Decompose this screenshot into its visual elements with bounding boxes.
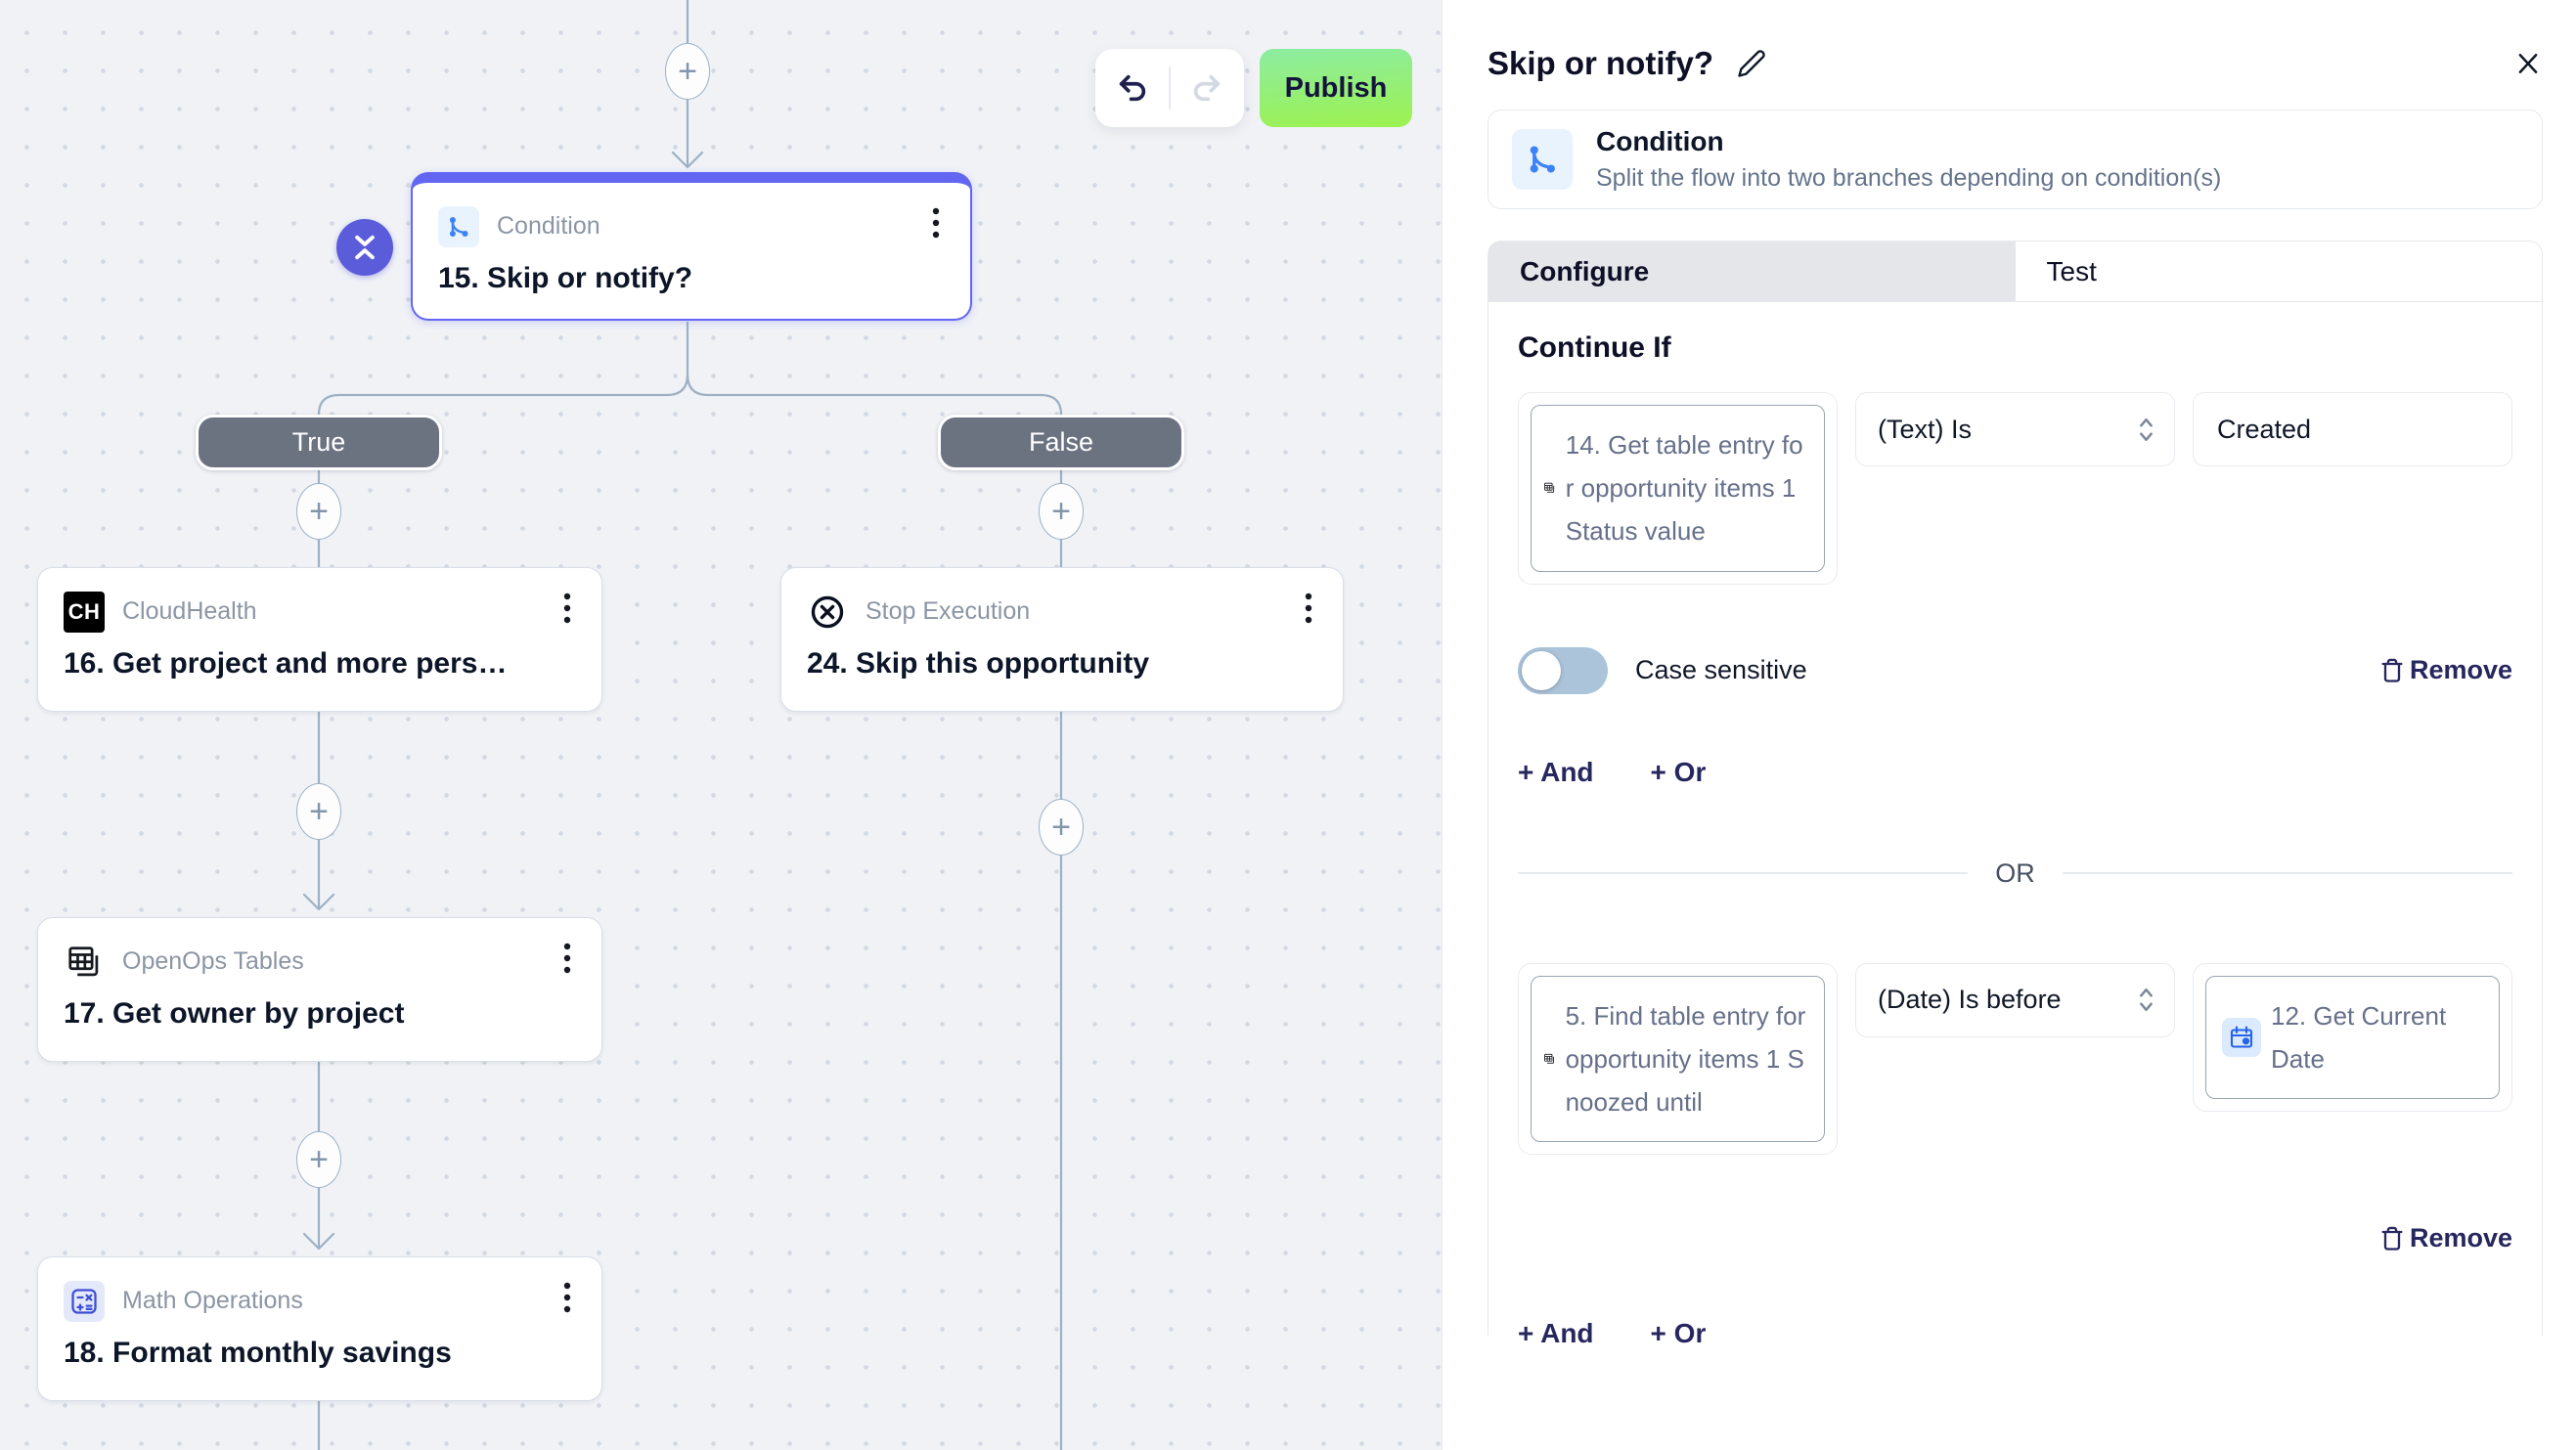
close-panel-button[interactable]	[2513, 49, 2543, 78]
node-menu-button[interactable]	[558, 590, 576, 634]
publish-button[interactable]: Publish	[1260, 49, 1412, 127]
collapse-branches-button[interactable]	[336, 219, 393, 276]
step-settings-panel: Skip or notify? Condition Split the flow	[1442, 0, 2576, 1450]
remove-condition-button[interactable]: Remove	[2378, 655, 2512, 685]
or-divider: OR	[1518, 858, 2512, 889]
condition-branch-icon	[1512, 129, 1573, 190]
plus-icon: +	[309, 1140, 329, 1178]
node-title: 24. Skip this opportunity	[807, 647, 1150, 680]
configure-test-tabs: Configure Test Continue If 14. Get table…	[1488, 241, 2543, 1348]
first-value-field[interactable]: 5. Find table entry for opportunity item…	[1518, 962, 1838, 1156]
add-step-button[interactable]: +	[296, 783, 341, 840]
remove-row: Remove	[1518, 1223, 2512, 1253]
plus-icon: +	[309, 492, 329, 530]
toolbar-divider	[1169, 66, 1171, 110]
node-math-operations[interactable]: Math Operations 18. Format monthly savin…	[37, 1256, 602, 1401]
panel-title: Skip or notify?	[1488, 45, 1713, 81]
step-type-subtitle: Split the flow into two branches dependi…	[1596, 164, 2222, 192]
condition-row-2: 5. Find table entry for opportunity item…	[1518, 962, 2512, 1156]
flow-canvas[interactable]: + + + + + + Condition	[0, 0, 1442, 1450]
add-or-button[interactable]: + Or	[1650, 1318, 1707, 1349]
node-app-label: CloudHealth	[122, 597, 257, 625]
stop-circle-x-icon	[807, 592, 848, 633]
add-step-button[interactable]: +	[296, 483, 341, 540]
pencil-icon	[1738, 50, 1765, 77]
canvas-toolbar: Publish	[1095, 49, 1412, 127]
node-app-label: OpenOps Tables	[122, 947, 304, 975]
branch-true-badge[interactable]: True	[196, 415, 442, 470]
operator-select[interactable]: (Text) Is	[1855, 392, 2175, 466]
node-title: 15. Skip or notify?	[438, 262, 693, 294]
rename-step-button[interactable]	[1737, 49, 1766, 78]
node-title: 17. Get owner by project	[64, 997, 405, 1030]
condition-branch-icon	[438, 205, 479, 247]
first-value-token: 5. Find table entry for opportunity item…	[1565, 1000, 1806, 1117]
redo-button[interactable]	[1171, 49, 1244, 127]
plus-icon: +	[678, 52, 697, 90]
step-description-card: Condition Split the flow into two branch…	[1488, 110, 2543, 209]
node-app-label: Math Operations	[122, 1287, 303, 1314]
tab-configure[interactable]: Configure	[1488, 242, 2016, 301]
case-sensitive-toggle[interactable]	[1518, 646, 1608, 694]
second-value-token: 12. Get Current Date	[2271, 1000, 2447, 1074]
node-menu-button[interactable]	[1300, 590, 1317, 634]
second-value-input[interactable]: Created	[2193, 392, 2512, 466]
second-value-field[interactable]: 12. Get Current Date	[2193, 962, 2512, 1112]
redo-icon	[1194, 74, 1221, 102]
tab-test[interactable]: Test	[2046, 255, 2097, 286]
node-stop-execution[interactable]: Stop Execution 24. Skip this opportunity	[780, 567, 1344, 712]
cloudhealth-icon: CH	[64, 591, 105, 633]
branch-false-badge[interactable]: False	[938, 415, 1184, 470]
undo-icon	[1119, 74, 1145, 102]
operator-select[interactable]: (Date) Is before	[1855, 962, 2175, 1037]
node-cloudhealth[interactable]: CH CloudHealth 16. Get project and more …	[37, 567, 602, 712]
undo-button[interactable]	[1095, 49, 1169, 127]
add-condition-row: + And + Or	[1518, 1318, 2512, 1349]
node-menu-button[interactable]	[558, 940, 576, 984]
add-step-button[interactable]: +	[296, 1131, 341, 1188]
toggle-knob	[1522, 650, 1561, 690]
chevron-up-down-icon	[2140, 988, 2153, 1012]
current-date-icon	[2222, 1017, 2261, 1057]
tables-icon	[1544, 483, 1555, 494]
step-type-title: Condition	[1596, 126, 1724, 156]
remove-condition-button[interactable]: Remove	[2378, 1223, 2512, 1253]
trash-icon	[2381, 658, 2403, 682]
plus-icon: +	[1051, 808, 1071, 846]
collapse-icon	[355, 235, 375, 260]
add-step-button[interactable]: +	[1039, 799, 1084, 856]
node-title: 16. Get project and more pers…	[64, 647, 508, 680]
continue-if-heading: Continue If	[1518, 331, 1671, 364]
add-and-button[interactable]: + And	[1518, 756, 1594, 787]
node-title: 18. Format monthly savings	[64, 1337, 452, 1369]
add-and-button[interactable]: + And	[1518, 1318, 1594, 1349]
add-step-button[interactable]: +	[665, 43, 710, 100]
add-condition-row: + And + Or	[1518, 757, 2512, 788]
node-condition[interactable]: Condition 15. Skip or notify?	[411, 172, 972, 321]
add-step-button[interactable]: +	[1039, 483, 1084, 540]
plus-icon: +	[1051, 492, 1071, 530]
trash-icon	[2381, 1226, 2403, 1251]
node-app-label: Condition	[497, 212, 600, 240]
add-or-button[interactable]: + Or	[1650, 756, 1707, 787]
node-openops-tables[interactable]: OpenOps Tables 17. Get owner by project	[37, 917, 602, 1062]
node-menu-button[interactable]	[927, 204, 945, 248]
chevron-up-down-icon	[2140, 417, 2153, 441]
condition-row-1: 14. Get table entry for opportunity item…	[1518, 392, 2512, 585]
node-app-label: Stop Execution	[866, 597, 1031, 625]
plus-icon: +	[309, 792, 329, 830]
case-sensitive-row: Case sensitive Remove	[1518, 646, 2512, 694]
first-value-field[interactable]: 14. Get table entry for opportunity item…	[1518, 392, 1838, 585]
case-sensitive-label: Case sensitive	[1635, 655, 1807, 685]
close-icon	[2518, 54, 2538, 73]
calculator-icon	[64, 1280, 105, 1322]
first-value-token: 14. Get table entry for opportunity item…	[1565, 430, 1803, 547]
tables-icon	[64, 942, 105, 983]
node-menu-button[interactable]	[558, 1279, 576, 1323]
tables-icon	[1544, 1053, 1554, 1064]
